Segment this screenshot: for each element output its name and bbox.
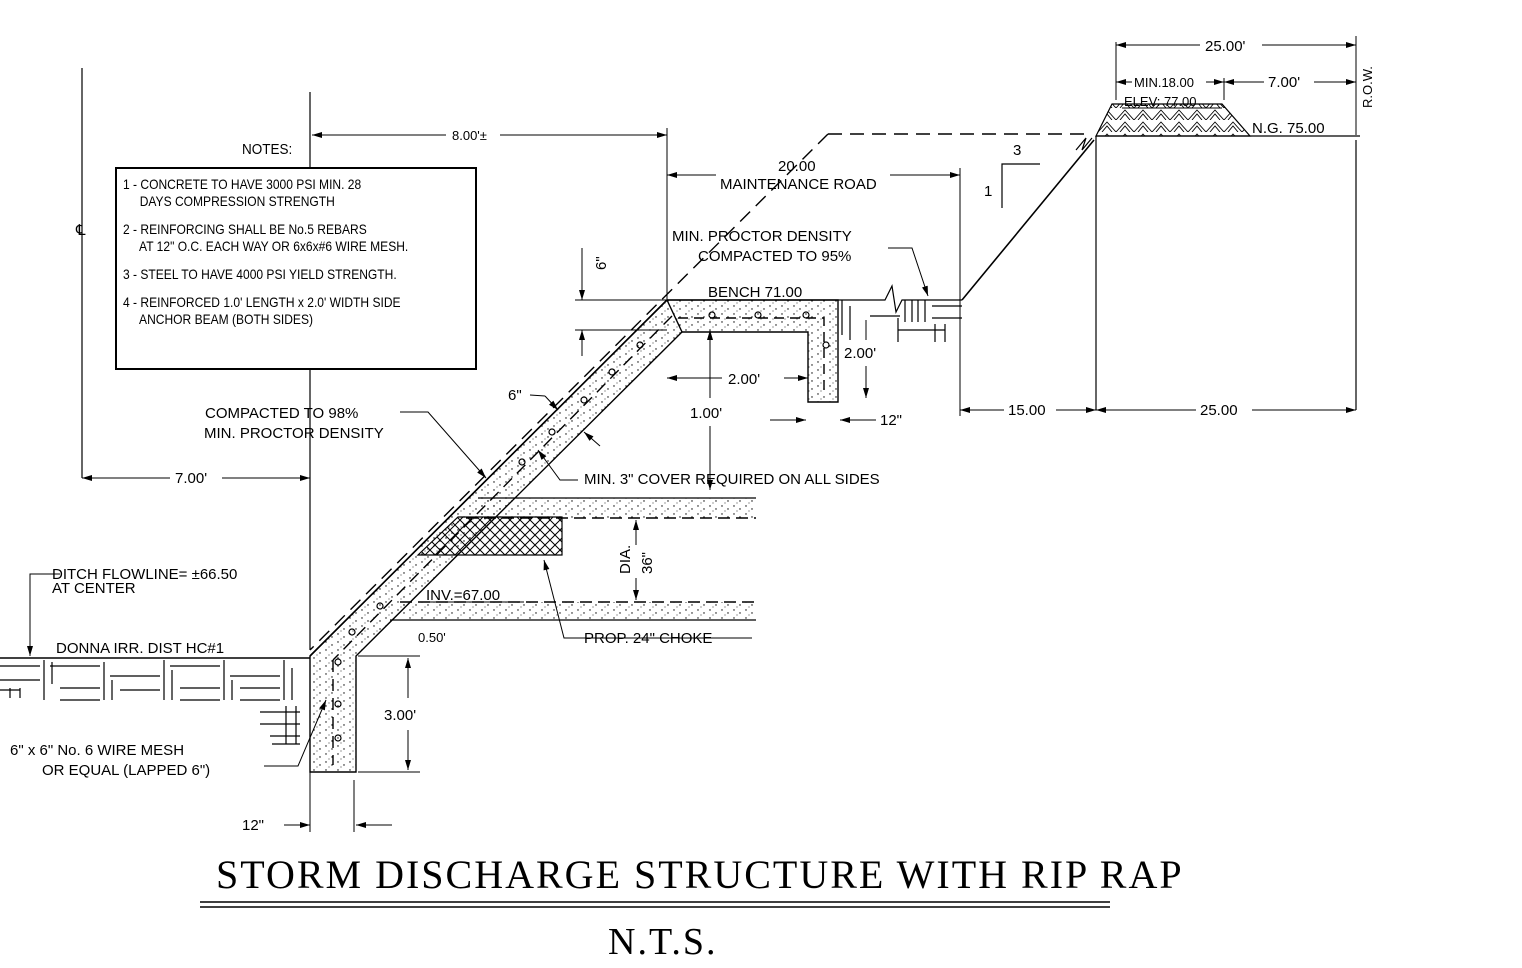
dim-line [583,431,601,447]
dim-3: 3.00' [384,707,416,724]
slope-rise: 1 [984,183,992,200]
ditch-center: AT CENTER [52,580,136,597]
dim-25-bottom: 25.00 [1200,402,1238,419]
dim-20: 20.00 [778,158,816,175]
slab-top-edge [309,299,668,657]
dim-2-horizontal: 2.00' [728,371,760,388]
riprap-mound [1095,103,1252,137]
ditch-flowline: DITCH FLOWLINE= ±66.50 [52,566,237,583]
choke-hatch [416,516,563,556]
leader-line [400,411,487,479]
note-item: 2 - REINFORCING SHALL BE No.5 REBARS AT … [123,221,409,254]
note-item: 1 - CONCRETE TO HAVE 3000 PSI MIN. 28 DA… [123,176,362,209]
leader-line [27,573,60,656]
choke-label: PROP. 24" CHOKE [584,630,712,647]
rebar-dot [708,311,716,319]
proposed-side-slope [961,139,1095,301]
bench-rebar [678,317,825,390]
dim-7-left: 7.00' [175,470,207,487]
note-item: 4 - REINFORCED 1.0' LENGTH x 2.0' WIDTH … [123,294,401,327]
ng-label: N.G. 75.00 [1252,120,1325,137]
dim-25-top: 25.00' [1205,38,1246,55]
existing-structure-right [841,300,962,342]
slope-run: 3 [1013,142,1021,159]
leader-line [264,699,327,767]
drawing-scale: N.T.S. [608,921,717,963]
rebar-dot [822,341,830,349]
dim-12-bottom: 12" [242,817,264,834]
dia-value: 36" [639,552,656,574]
maintenance-road-label: MAINTENANCE ROAD [720,176,877,193]
centerline-symbol: ℄ [75,222,86,239]
rebar-dots-slope [334,341,644,742]
compacted-98-a: COMPACTED TO 98% [205,405,358,422]
proctor-95-a: MIN. PROCTOR DENSITY [672,228,852,245]
slab-rebar [332,315,673,661]
slope-indicator [1001,163,1040,208]
six-inch-vertical: 6" [593,256,610,270]
six-inch-slope: 6" [508,387,522,404]
dia-label: DIA. [617,545,634,574]
notes-box: 1 - CONCRETE TO HAVE 3000 PSI MIN. 28 DA… [115,167,477,370]
compacted-98-b: MIN. PROCTOR DENSITY [204,425,384,442]
bench-label: BENCH 71.00 [708,284,802,301]
leader-line [888,247,929,297]
row-label: R.O.W. [1360,66,1375,108]
dim-min18: MIN.18.00 [1134,75,1194,90]
drawing-title: STORM DISCHARGE STRUCTURE WITH RIP RAP [216,852,1184,897]
dim-2-vertical: 2.00' [844,345,876,362]
wire-mesh-a: 6" x 6" No. 6 WIRE MESH [10,742,184,759]
leader-line [529,394,546,397]
pipe-top-wall [478,498,756,518]
proctor-95-b: COMPACTED TO 95% [698,248,851,265]
existing-slope-dashed [309,133,829,651]
rebar-dot [754,311,762,319]
dim-12-right: 12" [880,412,902,429]
existing-ground-hatch [0,660,300,745]
min-cover-label: MIN. 3" COVER REQUIRED ON ALL SIDES [584,471,880,488]
leader-line [543,559,752,639]
wire-mesh-b: OR EQUAL (LAPPED 6") [42,762,210,779]
break-symbol [1075,137,1093,151]
dim-7-top: 7.00' [1268,74,1300,91]
dim-050: 0.50' [418,630,446,645]
notes-title: NOTES: [242,141,293,158]
dim-line [544,395,559,411]
note-item: 3 - STEEL TO HAVE 4000 PSI YIELD STRENGT… [123,266,397,282]
dim-1: 1.00' [690,405,722,422]
dim-8: 8.00'± [452,128,487,143]
donna-label: DONNA IRR. DIST HC#1 [56,640,224,657]
leader-line [537,449,578,481]
dim-15: 15.00 [1008,402,1046,419]
pipe-bottom-wall [402,602,756,620]
inv-label: INV.=67.00 [426,587,500,604]
rebar-dot [802,311,810,319]
